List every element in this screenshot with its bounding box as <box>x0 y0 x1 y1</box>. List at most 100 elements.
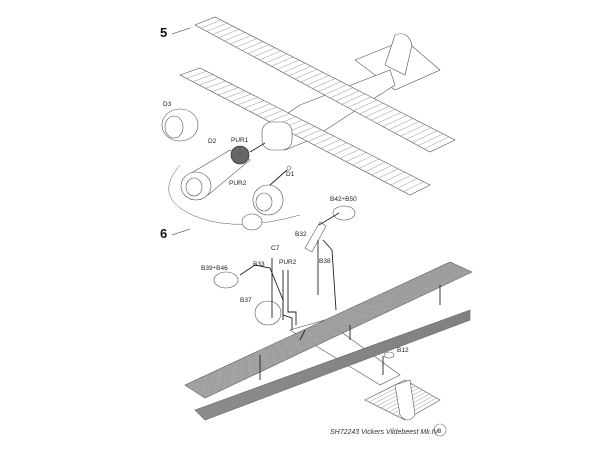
wing-rib <box>326 142 348 152</box>
wing-rib <box>204 271 472 398</box>
wing-rib <box>390 175 411 186</box>
wing-rib <box>203 318 471 419</box>
wing-rib <box>250 103 271 112</box>
wing-rib <box>196 311 471 413</box>
engine <box>180 145 251 201</box>
upper-wing <box>194 16 456 153</box>
wing-rib <box>294 126 316 136</box>
wing-rib <box>335 90 360 102</box>
wing-rib <box>203 318 471 419</box>
wing-rib <box>189 263 455 388</box>
wing-rib <box>201 316 471 417</box>
wing-rib <box>418 133 444 146</box>
wing-rib <box>196 311 471 413</box>
wing-rib <box>189 264 456 389</box>
wing-rib <box>200 19 222 29</box>
wing-rib <box>186 71 207 79</box>
wing-rib <box>190 264 457 390</box>
wing-rib <box>196 267 463 393</box>
wing-rib <box>190 264 457 389</box>
wing-rib <box>283 62 306 73</box>
wing-rib <box>201 270 469 396</box>
strut-b32 <box>304 221 327 253</box>
wing-rib <box>199 314 471 416</box>
wing-rib <box>199 313 471 415</box>
wing-rib <box>194 266 462 392</box>
wing-rib <box>199 269 467 395</box>
wing-rib <box>371 109 396 121</box>
part-b12 <box>383 351 395 359</box>
wing-rib <box>196 267 464 393</box>
wing-rib <box>203 271 471 398</box>
wing-rib <box>203 318 471 420</box>
wing-rib <box>197 312 471 413</box>
wing-rib <box>377 168 399 179</box>
wing-rib <box>201 270 469 397</box>
wing-rib <box>200 315 471 416</box>
wing-rib <box>204 318 471 420</box>
wing-rib <box>195 310 471 412</box>
wing-rib <box>271 56 294 67</box>
wing-rib <box>353 99 378 111</box>
wing-rib <box>194 266 461 392</box>
wing-rib <box>314 136 335 146</box>
step-6: 6 B42÷B50 B32 C7 B39÷B46 B33 PUR2 <box>160 196 473 421</box>
assembly-guide-arc <box>168 164 301 225</box>
wing-rib <box>199 268 466 395</box>
label-b42-b50: B42÷B50 <box>330 196 357 203</box>
wing-rib <box>187 263 454 387</box>
page-number-badge <box>433 423 447 437</box>
wing-rib <box>424 136 450 150</box>
wing-rib <box>188 263 454 388</box>
wing-rib <box>193 265 460 391</box>
wing-rib <box>186 262 453 387</box>
wing-rib <box>347 96 372 108</box>
wheel-spat-left <box>213 271 239 289</box>
wing-rib <box>200 269 468 396</box>
wing-rib <box>307 132 328 142</box>
label-b12: B12 <box>397 347 409 354</box>
engine-cowling <box>254 300 282 326</box>
wing-rib <box>192 74 213 82</box>
wing-rib <box>352 155 373 166</box>
wing-rib <box>206 22 228 32</box>
wing-rib <box>394 121 420 134</box>
label-pur1: PUR1 <box>231 137 249 144</box>
wing-rib <box>341 93 366 105</box>
wing-rib <box>204 271 472 398</box>
wing-rib <box>201 316 471 418</box>
wing-rib <box>256 106 277 116</box>
wing-rib <box>196 310 471 412</box>
wing-rib <box>324 84 348 96</box>
wing-rib <box>365 162 386 172</box>
wing-rib <box>339 149 360 159</box>
label-b38: B38 <box>319 258 331 265</box>
wing-rib <box>200 315 471 417</box>
wing-rib <box>265 53 288 64</box>
label-b39-b46: B39÷B46 <box>201 265 228 272</box>
wing-rib <box>346 152 367 162</box>
wing-rib <box>224 90 245 99</box>
engine-mount <box>261 121 293 151</box>
wing-rib <box>400 124 426 137</box>
wing-rib <box>388 118 414 130</box>
wing-rib <box>195 310 471 411</box>
wing-rib <box>236 38 258 48</box>
wing-rib <box>187 262 453 387</box>
wing-rib <box>382 115 408 127</box>
label-b33: B33 <box>253 261 265 268</box>
fin <box>394 379 416 421</box>
propeller-hub <box>241 213 263 231</box>
wing-rib <box>201 315 471 417</box>
wing-rib <box>204 319 471 420</box>
wing-rib <box>358 158 379 169</box>
wing-rib <box>199 314 471 415</box>
wing-rib <box>262 110 284 119</box>
step-5: 5 D3 D2 PUR1 PUR2 <box>160 16 456 231</box>
wing-rib <box>243 100 264 109</box>
wing-rib <box>199 77 220 86</box>
wing-rib <box>218 29 240 38</box>
cowling-d1 <box>252 165 292 216</box>
wing-rib <box>198 312 471 414</box>
